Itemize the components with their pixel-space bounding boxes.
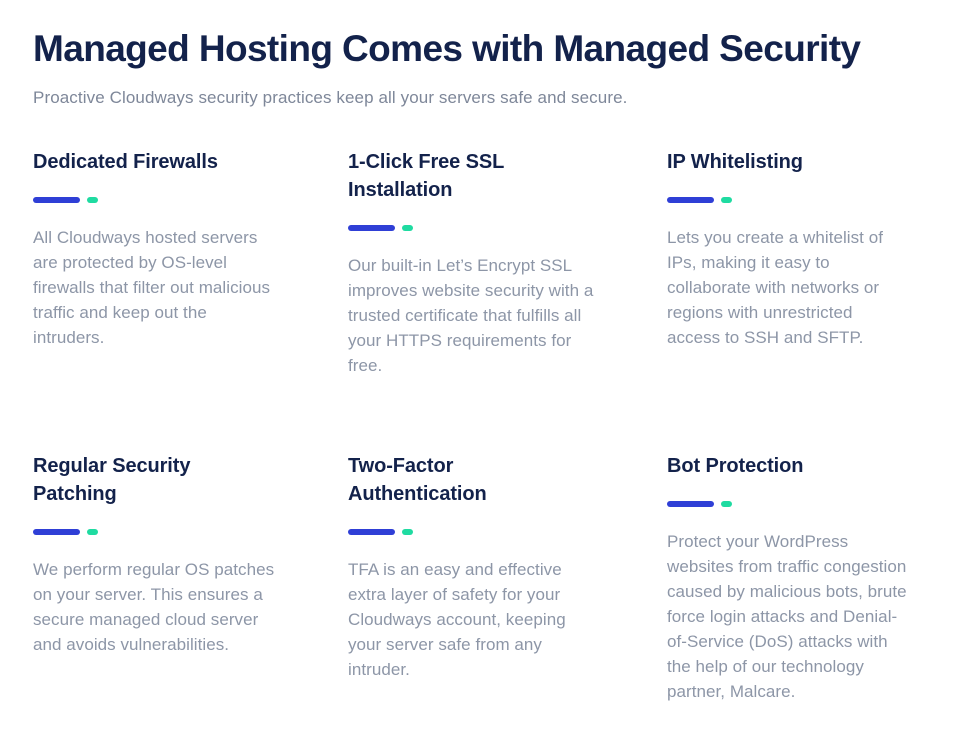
accent-divider bbox=[667, 197, 908, 203]
divider-blue-bar bbox=[348, 225, 395, 231]
feature-grid: Dedicated Firewalls All Cloudways hosted… bbox=[0, 148, 956, 756]
divider-blue-bar bbox=[667, 197, 714, 203]
feature-description: TFA is an easy and effective extra layer… bbox=[348, 560, 566, 679]
feature-card-ip-whitelisting: IP Whitelisting Lets you create a whitel… bbox=[667, 148, 956, 452]
divider-blue-bar bbox=[348, 529, 395, 535]
accent-divider bbox=[667, 501, 908, 507]
hero-section: Managed Hosting Comes with Managed Secur… bbox=[0, 0, 956, 111]
feature-title: IP Whitelisting bbox=[667, 151, 803, 173]
accent-divider bbox=[33, 197, 300, 203]
feature-title: Two-Factor Authentication bbox=[348, 455, 487, 505]
page-title: Managed Hosting Comes with Managed Secur… bbox=[33, 28, 861, 69]
feature-card-two-factor-authentication: Two-Factor Authentication TFA is an easy… bbox=[348, 452, 667, 756]
page-subtitle: Proactive Cloudways security practices k… bbox=[33, 88, 628, 107]
divider-blue-bar bbox=[667, 501, 714, 507]
divider-green-bar bbox=[402, 529, 413, 535]
feature-title: Regular Security Patching bbox=[33, 455, 191, 505]
feature-title: Dedicated Firewalls bbox=[33, 151, 218, 173]
feature-card-regular-security-patching: Regular Security Patching We perform reg… bbox=[33, 452, 348, 756]
divider-blue-bar bbox=[33, 529, 80, 535]
divider-green-bar bbox=[402, 225, 413, 231]
feature-title: Bot Protection bbox=[667, 455, 804, 477]
accent-divider bbox=[348, 225, 619, 231]
accent-divider bbox=[33, 529, 300, 535]
feature-description: We perform regular OS patches on your se… bbox=[33, 560, 275, 654]
feature-title: 1-Click Free SSL Installation bbox=[348, 151, 504, 201]
divider-blue-bar bbox=[33, 197, 80, 203]
divider-green-bar bbox=[721, 197, 732, 203]
feature-description: Protect your WordPress websites from tra… bbox=[667, 532, 907, 701]
feature-description: Our built-in Let’s Encrypt SSL improves … bbox=[348, 256, 594, 375]
divider-green-bar bbox=[87, 197, 98, 203]
feature-card-dedicated-firewalls: Dedicated Firewalls All Cloudways hosted… bbox=[33, 148, 348, 452]
feature-card-1-click-free-ssl-installation: 1-Click Free SSL Installation Our built-… bbox=[348, 148, 667, 452]
feature-description: Lets you create a whitelist of IPs, maki… bbox=[667, 228, 884, 347]
divider-green-bar bbox=[721, 501, 732, 507]
feature-description: All Cloudways hosted servers are protect… bbox=[33, 228, 271, 347]
feature-card-bot-protection: Bot Protection Protect your WordPress we… bbox=[667, 452, 956, 756]
divider-green-bar bbox=[87, 529, 98, 535]
accent-divider bbox=[348, 529, 619, 535]
